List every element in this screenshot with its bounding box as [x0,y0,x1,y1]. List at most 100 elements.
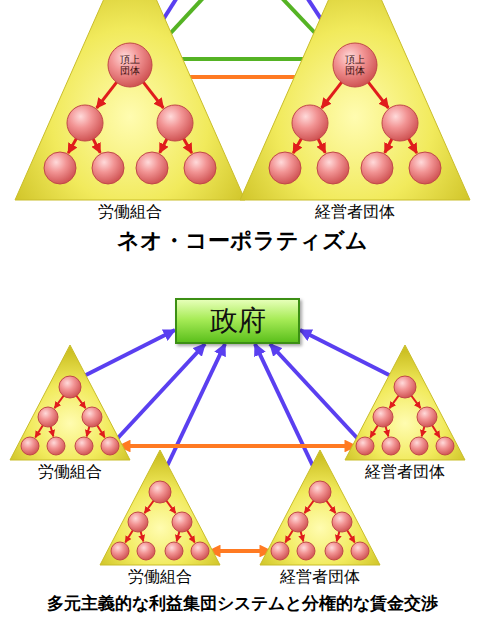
member-circle [410,437,428,455]
member-circle [128,512,148,532]
purple-arrow [300,330,397,379]
group-label: 経営者団体 [260,567,380,586]
member-circle [409,152,441,184]
member-circle [184,152,216,184]
member-circle [361,152,393,184]
member-circle [297,542,315,560]
hierarchy-arrow [75,394,85,408]
organization-triangle: 経営者団体頂上団体 [240,0,470,223]
hierarchy-arrow [390,394,400,408]
member-circle [21,437,39,455]
hierarchy-arrow [368,82,388,108]
purple-arrow [116,344,205,440]
hierarchy-arrow [322,82,342,108]
government-box: 政府 [175,298,300,344]
member-circle [82,407,102,427]
organization-triangle: 労働組合 [100,450,220,588]
hierarchy-arrow [293,137,302,153]
member-circle [271,542,289,560]
triangle-shape [260,450,380,565]
group-label: 経営者団体 [240,202,470,221]
hierarchy-arrow [408,137,417,153]
hierarchy-arrow [325,499,335,513]
member-circle [382,437,400,455]
peak-body-label: 頂上団体 [344,54,366,77]
member-circle [75,437,93,455]
hierarchy-arrow [92,137,100,153]
member-circle [417,407,437,427]
orange-arrow [119,444,356,448]
member-circle [351,542,369,560]
group-label: 労働組合 [100,567,220,586]
member-circle [165,542,183,560]
hierarchy-arrow [68,137,77,153]
triangle-outline [100,450,220,565]
triangle-outline [260,450,380,565]
orange-arrow [209,549,271,553]
group-label: 労働組合 [10,462,130,481]
member-circle [38,407,58,427]
triangle-shape [240,0,470,200]
member-circle [373,407,393,427]
triangle-shape [345,345,465,460]
circle-outline [333,43,377,87]
member-circle [172,512,192,532]
member-circle [44,152,76,184]
hierarchy-arrow [385,137,393,153]
circle-outline [108,43,152,87]
member-circle [325,542,343,560]
peak-body-circle: 頂上団体 [332,42,378,88]
member-circle [382,105,418,141]
member-circle [436,437,454,455]
member-circle [149,481,171,503]
hierarchy-arrow [145,499,155,513]
purple-arrow [270,344,359,440]
member-circle [288,512,308,532]
member-circle [269,152,301,184]
group-label: 経営者団体 [345,462,465,481]
triangle-shape [15,0,245,200]
hierarchy-arrow [317,137,325,153]
member-circle [332,512,352,532]
member-circle [191,542,209,560]
organization-triangle: 経営者団体 [345,345,465,483]
hierarchy-arrow [183,137,192,153]
government-label: 政府 [210,306,266,337]
hierarchy-arrow [55,394,65,408]
diagram-title: ネオ・コーポラティズム [0,226,484,256]
member-circle [101,437,119,455]
triangle-shape [100,450,220,565]
hierarchy-arrow [410,394,420,408]
member-circle [59,376,81,398]
hierarchy-arrow [97,82,117,108]
triangle-outline [15,0,245,200]
member-circle [136,152,168,184]
purple-arrow [255,344,320,481]
purple-arrow [160,344,225,481]
organization-triangle: 労働組合頂上団体 [15,0,245,223]
member-circle [47,437,65,455]
organization-triangle: 労働組合 [10,345,130,483]
hierarchy-arrow [305,499,315,513]
member-circle [394,376,416,398]
organization-triangle: 経営者団体 [260,450,380,588]
hierarchy-arrow [160,137,168,153]
member-circle [157,105,193,141]
member-circle [137,542,155,560]
triangle-shape [10,345,130,460]
group-label: 労働組合 [15,202,245,221]
member-circle [317,152,349,184]
triangle-outline [240,0,470,200]
triangle-outline [345,345,465,460]
member-circle [292,105,328,141]
purple-arrow [78,330,175,379]
member-circle [92,152,124,184]
member-circle [67,105,103,141]
member-circle [111,542,129,560]
hierarchy-arrow [165,499,175,513]
peak-body-circle: 頂上団体 [107,42,153,88]
triangle-outline [10,345,130,460]
peak-body-label: 頂上団体 [119,54,141,77]
diagram-caption: 多元主義的な利益集団システムと分権的な賃金交渉 [0,592,484,615]
